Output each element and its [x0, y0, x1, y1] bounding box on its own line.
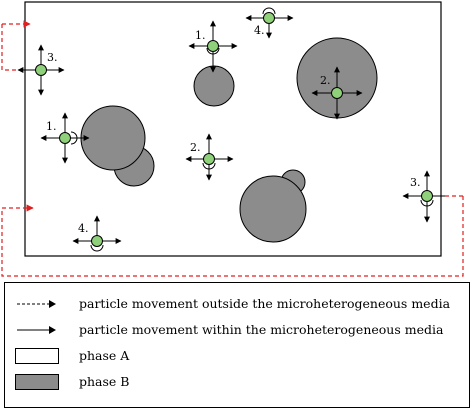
- particle-2-right: [311, 66, 363, 120]
- legend: particle movement outside the microheter…: [4, 282, 470, 408]
- particle-4-bottom: [72, 215, 122, 252]
- label-p1-left: 1.: [46, 120, 57, 133]
- label-p2-mid: 2.: [190, 141, 201, 154]
- dashed-path-bottom: [1, 196, 464, 277]
- legend-row-phase-b: phase B: [5, 371, 469, 393]
- legend-row-phase-a: phase A: [5, 345, 469, 367]
- solid-arrow-icon: [17, 326, 56, 334]
- label-p4-top: 4.: [254, 24, 265, 37]
- phase-b-inclusions: [80, 37, 378, 243]
- phase-b-swatch: [15, 374, 59, 390]
- legend-dashed-text: particle movement outside the microheter…: [79, 296, 451, 311]
- label-p3-left: 3.: [47, 51, 58, 64]
- label-p2-right: 2.: [320, 74, 331, 87]
- legend-solid-text: particle movement within the microhetero…: [79, 322, 444, 337]
- outside-paths: [1, 24, 464, 277]
- dashed-arrow-icon: [17, 300, 56, 308]
- particle-1-left: [40, 112, 90, 164]
- legend-phase-a-text: phase A: [79, 348, 130, 363]
- legend-row-dashed: particle movement outside the microheter…: [5, 293, 469, 315]
- inclusion-bottom-large: [239, 175, 307, 243]
- inclusion-left-large: [80, 105, 146, 171]
- inclusion-small-top: [193, 65, 235, 107]
- particle-4-top: [245, 7, 294, 39]
- dashed-path-top-left: [1, 24, 16, 71]
- label-p4-bottom: 4.: [78, 222, 89, 235]
- diagram-canvas: 3. 1. 4. 2. 1.: [1, 1, 464, 277]
- label-p3-right: 3.: [410, 176, 421, 189]
- phase-a-swatch: [15, 348, 59, 364]
- legend-row-solid: particle movement within the microhetero…: [5, 319, 469, 341]
- particle-3-left: [17, 44, 65, 96]
- legend-phase-b-text: phase B: [79, 374, 130, 389]
- label-p1-top: 1.: [195, 29, 206, 42]
- particle-1-top: [188, 20, 238, 73]
- particle-2-mid: [185, 133, 234, 181]
- particle-3-right: [402, 170, 445, 223]
